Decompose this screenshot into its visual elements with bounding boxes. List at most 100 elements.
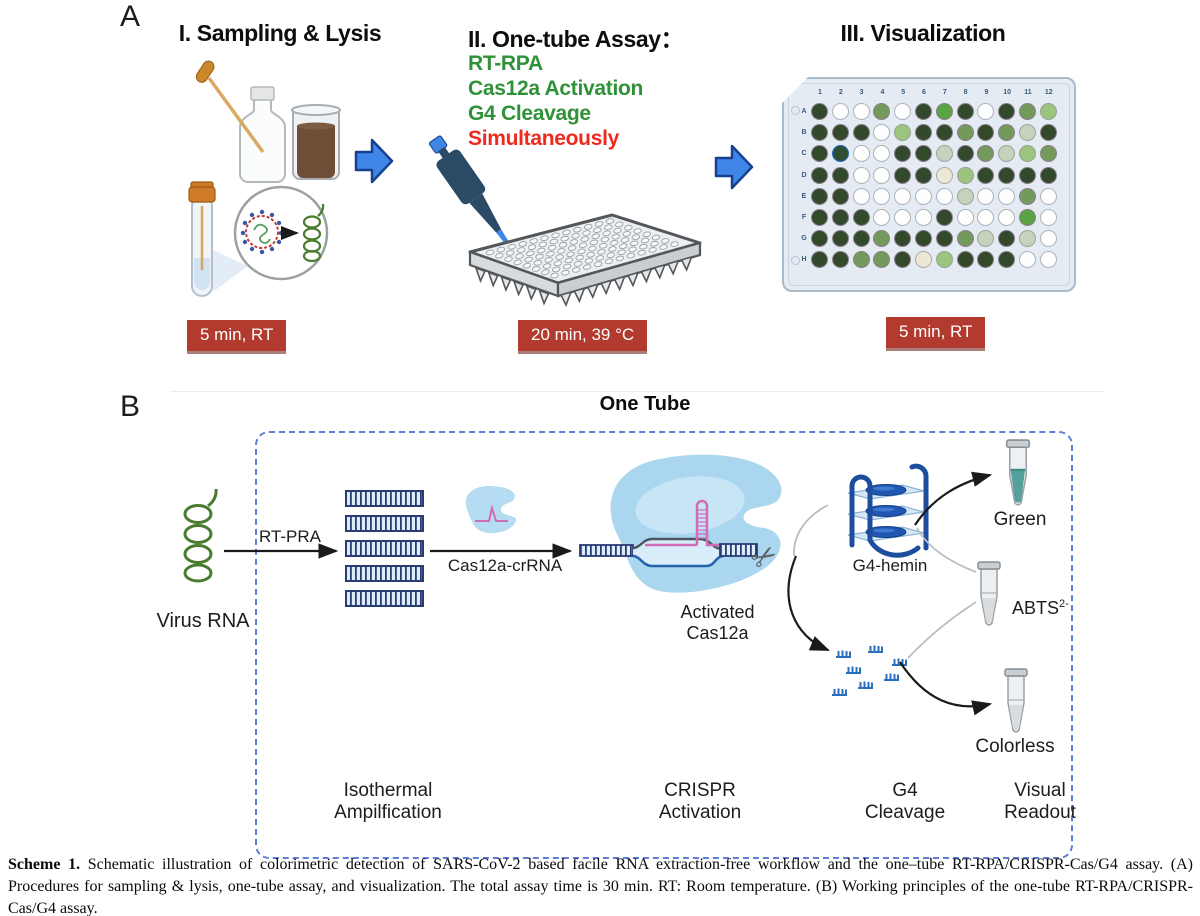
well-E10 — [998, 187, 1016, 205]
well-B3 — [852, 124, 870, 142]
well-F4 — [873, 209, 891, 226]
plate-row-label: A — [801, 108, 807, 115]
plate-col-label: 1 — [818, 89, 822, 96]
well-F3 — [852, 209, 870, 226]
plate-row-label: F — [801, 214, 807, 221]
well-B10 — [998, 124, 1016, 142]
well-C11 — [1019, 145, 1036, 163]
badge-visualization-time: 5 min, RT — [886, 317, 986, 348]
one-tube-box — [255, 431, 1073, 859]
plate-col-label: 10 — [1003, 89, 1012, 96]
plate-row-label: E — [801, 192, 807, 200]
sample-tube-icon — [188, 181, 216, 297]
g4-fragments — [831, 644, 908, 696]
well-G4 — [873, 230, 891, 248]
well-B5 — [894, 124, 912, 142]
well-H10 — [998, 251, 1016, 269]
beaker-icon — [291, 104, 341, 180]
to-colorless-arrow — [899, 661, 993, 716]
well-D3 — [852, 166, 870, 184]
flow-arrow-1 — [354, 138, 394, 184]
well-H11 — [1019, 251, 1036, 269]
virus-rna-label: Virus RNA — [156, 610, 250, 632]
well-C1 — [811, 145, 828, 163]
to-green-arrow — [914, 471, 993, 526]
well-G7 — [935, 230, 953, 248]
caption-label: Scheme 1. — [8, 856, 81, 873]
well-H5 — [894, 251, 912, 269]
well-A11 — [1019, 103, 1036, 120]
well-A10 — [998, 103, 1016, 120]
well-E6 — [915, 187, 932, 205]
cas12a-crrna-label: Cas12a-crRNA — [447, 556, 563, 575]
plate-col-label: 5 — [901, 89, 906, 96]
well-G9 — [977, 230, 995, 248]
well-F10 — [998, 209, 1016, 226]
section1-title: I. Sampling & Lysis — [178, 20, 382, 46]
well-D11 — [1019, 166, 1036, 184]
figure-caption: Scheme 1. Schematic illustration of colo… — [8, 854, 1193, 916]
plate-col-label: 8 — [963, 89, 968, 96]
well-A12 — [1039, 103, 1057, 120]
well-F5 — [894, 209, 912, 226]
green-tube-icon — [1005, 439, 1031, 506]
well-B4 — [873, 124, 891, 142]
plate-row-label: D — [801, 171, 807, 179]
well-F7 — [935, 209, 953, 226]
plate-col-label: 12 — [1044, 89, 1053, 96]
well-E9 — [977, 187, 995, 205]
plate-col-label: 4 — [880, 89, 885, 96]
plate-row-label: H — [801, 256, 807, 264]
well-H4 — [873, 251, 891, 269]
well-C6 — [915, 145, 932, 163]
well-C5 — [894, 145, 912, 163]
panel-a-artwork — [188, 60, 754, 307]
well-E1 — [811, 187, 828, 205]
colorless-label: Colorless — [975, 736, 1055, 757]
well-E8 — [956, 187, 974, 205]
well-F2 — [831, 209, 849, 226]
panel-divider — [170, 391, 1105, 392]
plate-notch-bottom — [791, 256, 800, 265]
amplicon-stack — [345, 490, 424, 607]
well-B6 — [915, 124, 932, 142]
released-rna-icon — [302, 203, 325, 263]
well-F8 — [956, 209, 974, 226]
well-H7 — [935, 251, 953, 269]
green-label: Green — [993, 509, 1047, 530]
well-D9 — [977, 166, 995, 184]
cleavage-arrow — [787, 555, 831, 652]
well-H1 — [811, 251, 828, 269]
g4-hemin-icon — [847, 463, 929, 558]
panel-b-letter: B — [120, 390, 141, 423]
cas12a-crrna-icon — [465, 485, 516, 534]
plate-col-label: 2 — [838, 89, 843, 96]
zoom-funnel — [213, 250, 248, 292]
well-E4 — [873, 187, 891, 205]
well-C4 — [873, 145, 891, 163]
well-C12 — [1039, 145, 1057, 163]
well-C2 — [831, 145, 849, 163]
well-D5 — [894, 166, 912, 184]
well-G5 — [894, 230, 912, 248]
plate-notch-top — [791, 106, 800, 115]
well-B8 — [956, 124, 974, 142]
well-H12 — [1039, 251, 1057, 269]
plate-col-label: 7 — [942, 89, 947, 96]
well-G6 — [915, 230, 932, 248]
well-H8 — [956, 251, 974, 269]
well-D7 — [935, 166, 953, 184]
g4-hemin-label: G4-hemin — [852, 556, 928, 575]
virus-rna-icon — [183, 488, 218, 583]
well-F6 — [915, 209, 932, 226]
rt-pra-label: RT-PRA — [258, 527, 322, 546]
well-E3 — [852, 187, 870, 205]
assay-step: RT-RPA — [468, 52, 543, 75]
well-D8 — [956, 166, 974, 184]
well-E7 — [935, 187, 953, 205]
well-G10 — [998, 230, 1016, 248]
well-A4 — [873, 103, 891, 120]
well-A2 — [831, 103, 849, 120]
